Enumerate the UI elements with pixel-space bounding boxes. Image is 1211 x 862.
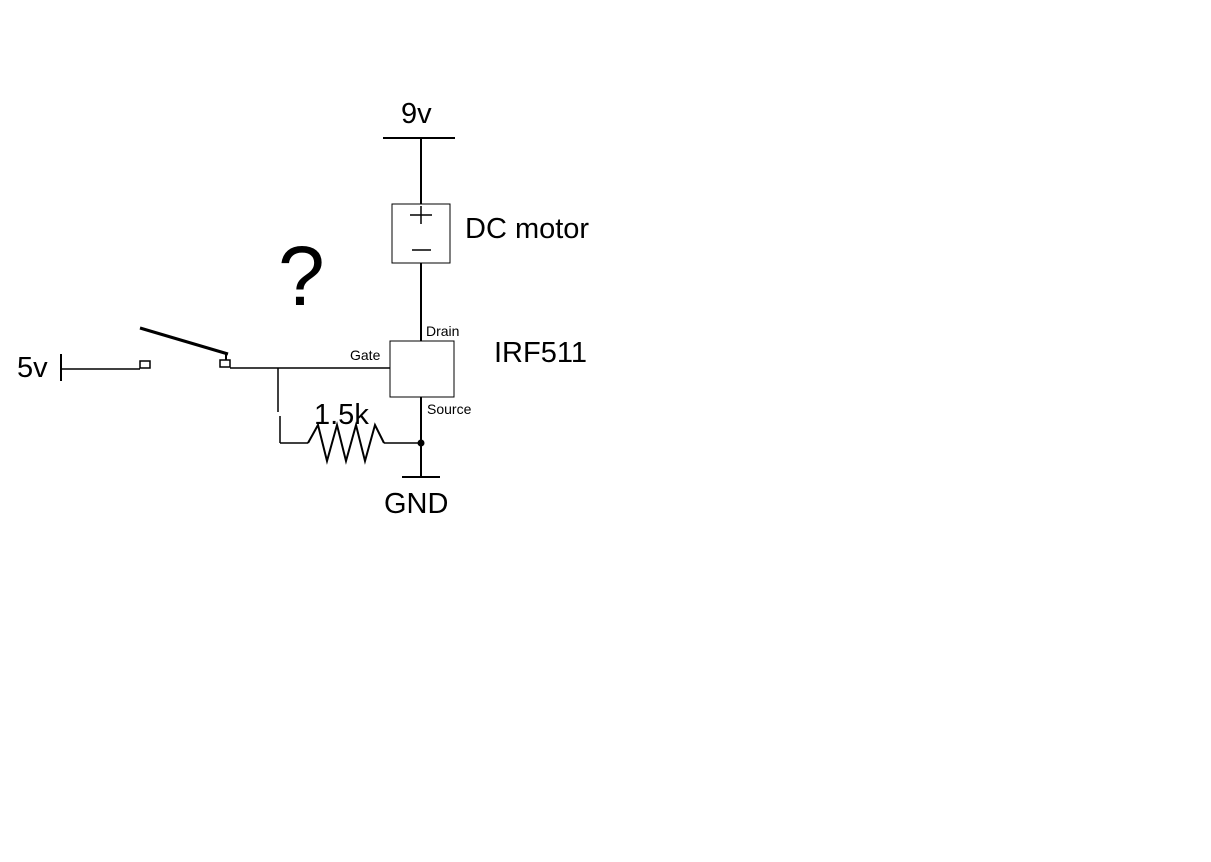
question-mark: ? [278, 229, 325, 323]
switch-contact-left [139, 360, 151, 369]
ground-label: GND [384, 488, 448, 520]
ground-symbol: GND [384, 476, 448, 520]
source-label: Source [427, 401, 472, 417]
supply-9v-label: 9v [401, 98, 432, 130]
supply-9v: 9v [383, 98, 455, 139]
gate-label: Gate [350, 347, 381, 363]
resistor: 1.5k [307, 399, 385, 465]
dc-motor-label: DC motor [465, 213, 589, 245]
switch [139, 326, 231, 369]
drain-label: Drain [426, 323, 459, 339]
switch-lever [139, 326, 229, 356]
mosfet-part-label: IRF511 [494, 337, 587, 369]
mosfet-body [389, 340, 455, 398]
supply-5v-label: 5v [17, 352, 48, 384]
dc-motor: DC motor [391, 203, 589, 264]
resistor-label: 1.5k [314, 399, 369, 431]
switch-contact-right [219, 359, 231, 368]
mosfet-irf511: Drain Gate Source IRF511 [350, 323, 587, 417]
supply-5v: 5v [17, 352, 62, 384]
resistor-zigzag [307, 421, 385, 465]
